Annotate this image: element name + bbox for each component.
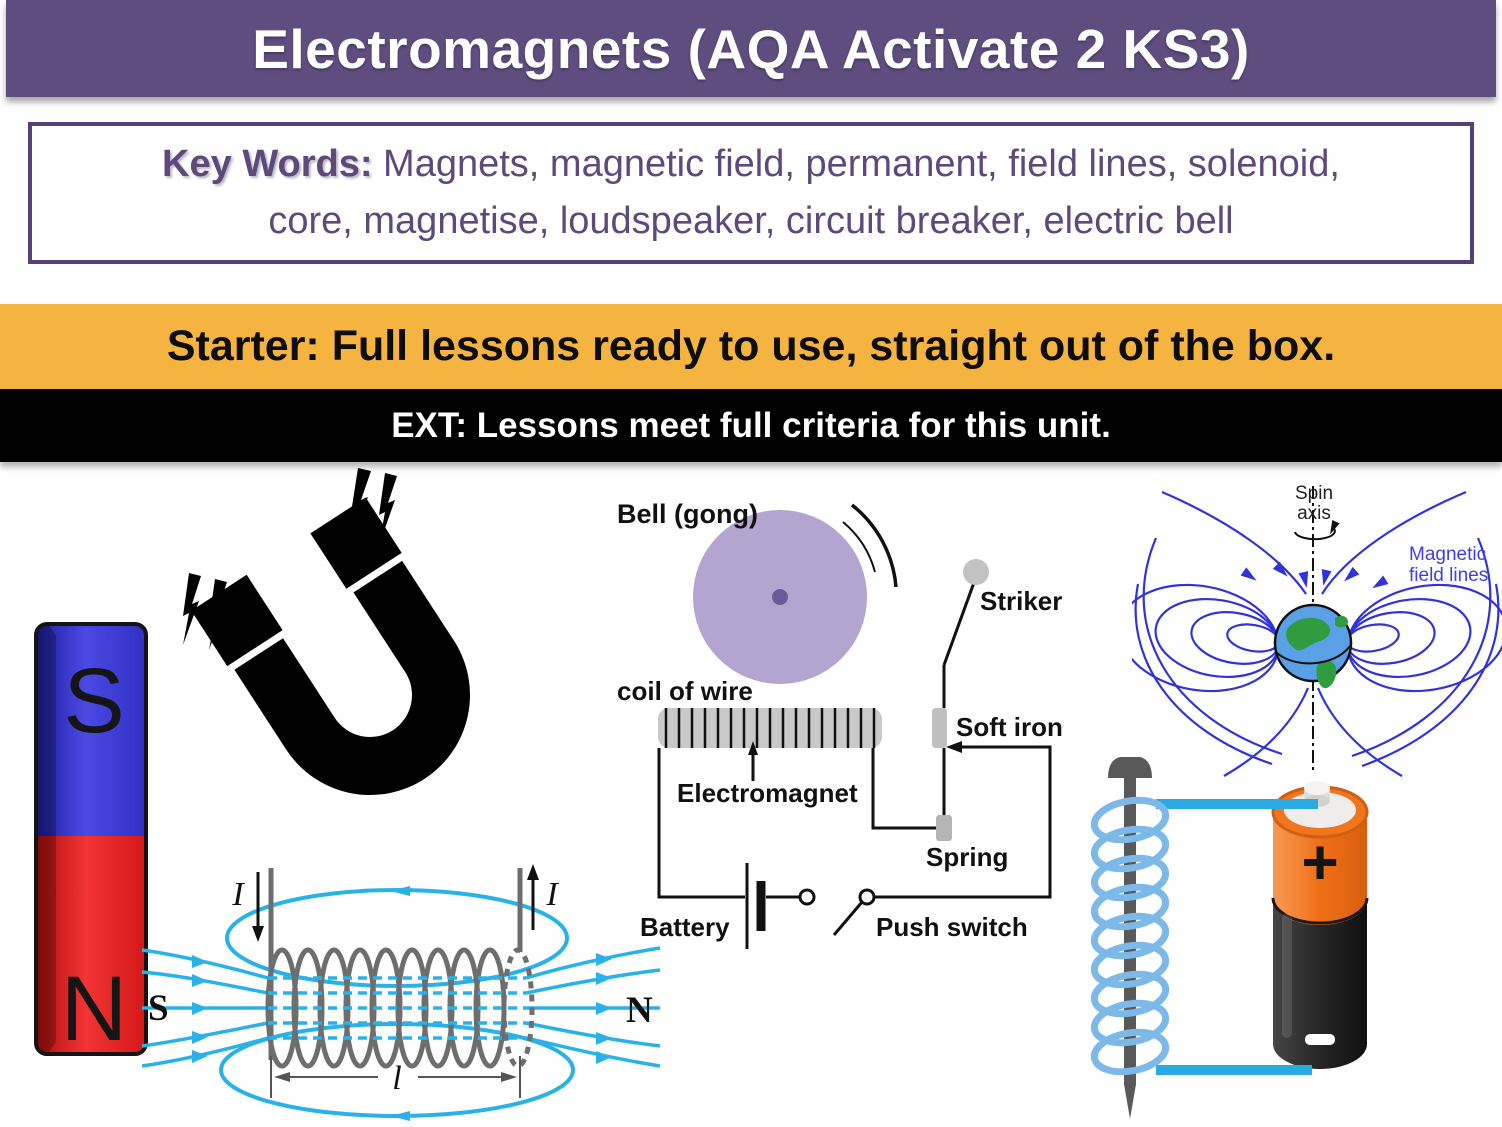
field-fan-arrowheads bbox=[192, 953, 612, 1064]
key-words-line2: core, magnetise, loudspeaker, circuit br… bbox=[268, 200, 1234, 242]
soft-iron-arrowhead bbox=[946, 741, 962, 753]
rotation-arrow-icon bbox=[1294, 519, 1340, 541]
solenoid-north-label: N bbox=[626, 990, 653, 1031]
electromagnet-label: Electromagnet bbox=[677, 778, 858, 808]
coil-of-wire bbox=[658, 708, 882, 748]
top-loop-arrowhead bbox=[390, 886, 410, 896]
push-switch-label: Push switch bbox=[876, 912, 1028, 942]
length-dimension bbox=[270, 1056, 521, 1098]
bar-magnet-south-label: S bbox=[63, 650, 124, 752]
dim-right-arrowhead bbox=[501, 1072, 517, 1082]
battery: + bbox=[1271, 781, 1369, 1069]
magnetic-field-label-line2: field lines bbox=[1409, 565, 1488, 586]
spin-axis-label-line2: axis bbox=[1297, 503, 1331, 524]
bell-label: Bell (gong) bbox=[617, 499, 758, 529]
electric-bell-figure: Bell (gong) coil of wire Electromagnet S… bbox=[617, 499, 1063, 949]
nail-coil bbox=[1090, 796, 1170, 1076]
magnetic-field-label-line1: Magnetic bbox=[1409, 544, 1486, 565]
bar-magnet-body bbox=[34, 622, 148, 1056]
key-words-line1: Key Words: Magnets, magnetic field, perm… bbox=[32, 136, 1470, 193]
soft-iron-label: Soft iron bbox=[956, 712, 1063, 742]
soft-iron-armature bbox=[932, 708, 947, 748]
title-banner: Electromagnets (AQA Activate 2 KS3) bbox=[6, 0, 1496, 97]
battery-plus-label: + bbox=[1301, 826, 1338, 898]
field-fan-lines bbox=[141, 946, 661, 1068]
current-label-left: I bbox=[231, 876, 245, 913]
electromagnet-arrowhead bbox=[748, 741, 758, 755]
current-down-arrowhead bbox=[252, 926, 264, 942]
sound-waves-icon bbox=[842, 503, 898, 588]
lightning-icon bbox=[183, 468, 397, 650]
connecting-wires bbox=[1156, 799, 1318, 1075]
current-up-arrowhead bbox=[527, 864, 539, 880]
switch-terminal bbox=[798, 888, 816, 906]
starter-text: Starter: Full lessons ready to use, stra… bbox=[166, 322, 1336, 370]
switch-pivot bbox=[858, 888, 876, 906]
solenoid-south-label: S bbox=[148, 988, 169, 1029]
striker-label: Striker bbox=[980, 586, 1062, 616]
coil-label: coil of wire bbox=[617, 676, 753, 706]
horseshoe-magnet-body bbox=[191, 497, 470, 795]
key-words-label: Key Words: bbox=[162, 143, 373, 185]
solenoid-figure: I I S N l bbox=[141, 864, 661, 1121]
ext-text: EXT: Lessons meet full criteria for this… bbox=[391, 405, 1111, 445]
spring-label: Spring bbox=[926, 842, 1008, 872]
dim-left-arrowhead bbox=[274, 1072, 290, 1082]
battery-label: Battery bbox=[640, 912, 730, 942]
nail-battery-figure: + bbox=[1090, 757, 1369, 1119]
bar-magnet-figure: S N bbox=[34, 622, 148, 1060]
battery-minus-stripe bbox=[1305, 1034, 1335, 1045]
current-label-right: I bbox=[545, 876, 559, 913]
earth-globe bbox=[1273, 603, 1353, 689]
bottom-loop-arrowhead bbox=[390, 1111, 410, 1121]
key-words-text1: Magnets, magnetic field, permanent, fiel… bbox=[372, 143, 1340, 185]
length-label: l bbox=[392, 1060, 401, 1097]
key-words-box: Key Words: Magnets, magnetic field, perm… bbox=[28, 122, 1474, 264]
earth-field-figure: Spin axis Magnetic field lines bbox=[1132, 483, 1502, 777]
starter-banner: Starter: Full lessons ready to use, stra… bbox=[0, 304, 1502, 389]
field-arrowheads bbox=[1240, 561, 1389, 589]
spring-block bbox=[936, 815, 952, 841]
spin-axis-label-line1: Spin bbox=[1295, 483, 1333, 504]
nail-icon bbox=[1108, 757, 1152, 1119]
circuit-wires bbox=[657, 576, 1052, 949]
striker-ball bbox=[963, 559, 989, 585]
bar-magnet-north-label: N bbox=[61, 958, 127, 1060]
interior-field-lines bbox=[268, 976, 526, 1040]
bell-gong-pivot bbox=[772, 589, 788, 605]
horseshoe-magnet-figure bbox=[183, 468, 470, 795]
page-title: Electromagnets (AQA Activate 2 KS3) bbox=[252, 17, 1250, 80]
ext-banner: EXT: Lessons meet full criteria for this… bbox=[0, 389, 1502, 462]
current-arrows bbox=[256, 872, 535, 930]
